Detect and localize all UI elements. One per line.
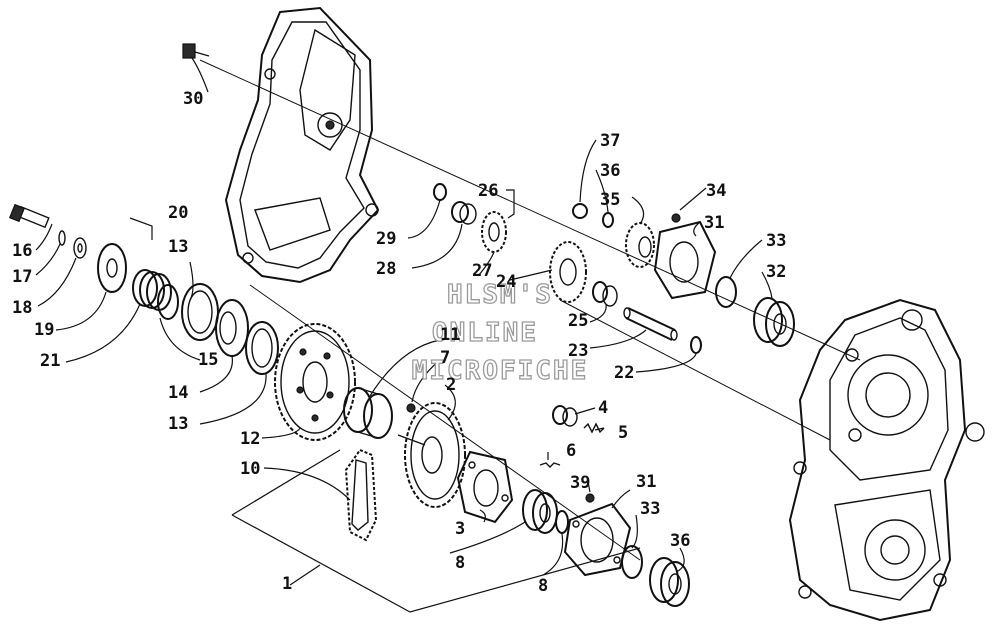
callout-17: 17 bbox=[12, 267, 32, 287]
callout-30: 30 bbox=[183, 89, 203, 109]
callout-31-upper: 31 bbox=[704, 213, 724, 233]
callout-31-lower: 31 bbox=[636, 472, 656, 492]
group-bracket-1 bbox=[231, 449, 641, 613]
callout-21: 21 bbox=[40, 351, 60, 371]
ball-34 bbox=[671, 213, 681, 223]
callout-1: 1 bbox=[282, 574, 292, 594]
bushing-25 bbox=[592, 281, 618, 307]
washer-29 bbox=[433, 183, 447, 201]
callout-36-lower: 36 bbox=[670, 531, 690, 551]
ball-39 bbox=[585, 493, 595, 503]
gear-26 bbox=[481, 211, 507, 253]
callout-27: 27 bbox=[472, 261, 492, 281]
leader-lines bbox=[35, 57, 773, 576]
sprocket-12 bbox=[274, 323, 356, 441]
ball-7 bbox=[406, 403, 416, 413]
callout-26: 26 bbox=[478, 181, 498, 201]
watermark-line-3: MICROFICHE bbox=[412, 356, 589, 386]
watermark-line-1: HLSM'S bbox=[447, 280, 553, 310]
callout-35: 35 bbox=[600, 190, 620, 210]
callout-23: 23 bbox=[568, 341, 588, 361]
needle-bearing-11 bbox=[343, 387, 393, 439]
hub-19 bbox=[97, 243, 127, 293]
callout-11: 11 bbox=[440, 325, 460, 345]
spring-21 bbox=[132, 269, 172, 311]
callout-14: 14 bbox=[168, 383, 188, 403]
watermark: HLSM'S ONLINE MICROFICHE bbox=[411, 279, 589, 386]
chaincase-cover bbox=[224, 6, 380, 284]
callout-18: 18 bbox=[12, 298, 32, 318]
shim-13-upper bbox=[181, 283, 219, 341]
callout-37: 37 bbox=[600, 131, 620, 151]
bearing-plate-3 bbox=[456, 450, 514, 524]
callout-2: 2 bbox=[446, 375, 456, 395]
bolt-16 bbox=[8, 203, 50, 229]
chain-10 bbox=[344, 448, 378, 542]
callout-34: 34 bbox=[706, 181, 726, 201]
washer-38 bbox=[602, 212, 614, 228]
callout-16: 16 bbox=[12, 241, 32, 261]
callout-19: 19 bbox=[34, 320, 54, 340]
gear-2 bbox=[397, 402, 466, 508]
bearing-32 bbox=[753, 297, 795, 347]
shaft-23 bbox=[623, 307, 678, 341]
callout-8-left: 8 bbox=[455, 553, 465, 573]
bearing-36-lower bbox=[649, 557, 690, 607]
callout-39: 39 bbox=[570, 473, 590, 493]
callout-6: 6 bbox=[566, 441, 576, 461]
callout-labels: 30 16 17 18 19 21 20 13 15 14 13 12 10 1… bbox=[12, 89, 786, 596]
callout-7: 7 bbox=[440, 348, 450, 368]
cover-plate-31-lower bbox=[563, 502, 632, 577]
bearing-8 bbox=[522, 489, 558, 534]
callout-8-right: 8 bbox=[538, 576, 548, 596]
callout-24: 24 bbox=[496, 272, 516, 292]
washer-22 bbox=[690, 336, 702, 354]
callout-13-lower: 13 bbox=[168, 414, 188, 434]
bushing-28 bbox=[451, 201, 477, 225]
bevel-gear-14 bbox=[215, 299, 249, 357]
callout-22: 22 bbox=[614, 363, 634, 383]
callout-28: 28 bbox=[376, 259, 396, 279]
pin-6 bbox=[539, 462, 561, 468]
group-bracket-20 bbox=[129, 217, 153, 240]
bushing-4 bbox=[552, 405, 578, 427]
gearcase-housing bbox=[788, 298, 985, 622]
callout-5: 5 bbox=[618, 423, 628, 443]
callout-33-upper: 33 bbox=[766, 231, 786, 251]
callout-15: 15 bbox=[198, 350, 218, 370]
assembly-axes bbox=[199, 59, 861, 561]
callout-20: 20 bbox=[168, 203, 188, 223]
callout-36-upper: 36 bbox=[600, 161, 620, 181]
washer-18 bbox=[73, 237, 87, 259]
callout-3: 3 bbox=[455, 519, 465, 539]
callout-33-lower: 33 bbox=[640, 499, 660, 519]
washer-8 bbox=[555, 510, 569, 534]
spring-5 bbox=[583, 422, 605, 434]
lock-washer-17 bbox=[58, 230, 66, 246]
cover-plate-31-upper bbox=[653, 220, 717, 300]
callout-29: 29 bbox=[376, 229, 396, 249]
callout-25: 25 bbox=[568, 311, 588, 331]
callout-4: 4 bbox=[598, 398, 608, 418]
gear-24 bbox=[549, 241, 587, 303]
callout-32: 32 bbox=[766, 262, 786, 282]
watermark-line-2: ONLINE bbox=[432, 318, 538, 348]
nut-37 bbox=[572, 203, 588, 219]
ring-15 bbox=[157, 284, 179, 320]
o-ring-33-upper bbox=[715, 276, 737, 308]
callout-10: 10 bbox=[240, 459, 260, 479]
shim-13-lower bbox=[245, 321, 279, 375]
callout-12: 12 bbox=[240, 429, 260, 449]
o-ring-33-lower bbox=[621, 545, 643, 579]
bolt-30 bbox=[182, 43, 210, 59]
callout-13-upper: 13 bbox=[168, 237, 188, 257]
